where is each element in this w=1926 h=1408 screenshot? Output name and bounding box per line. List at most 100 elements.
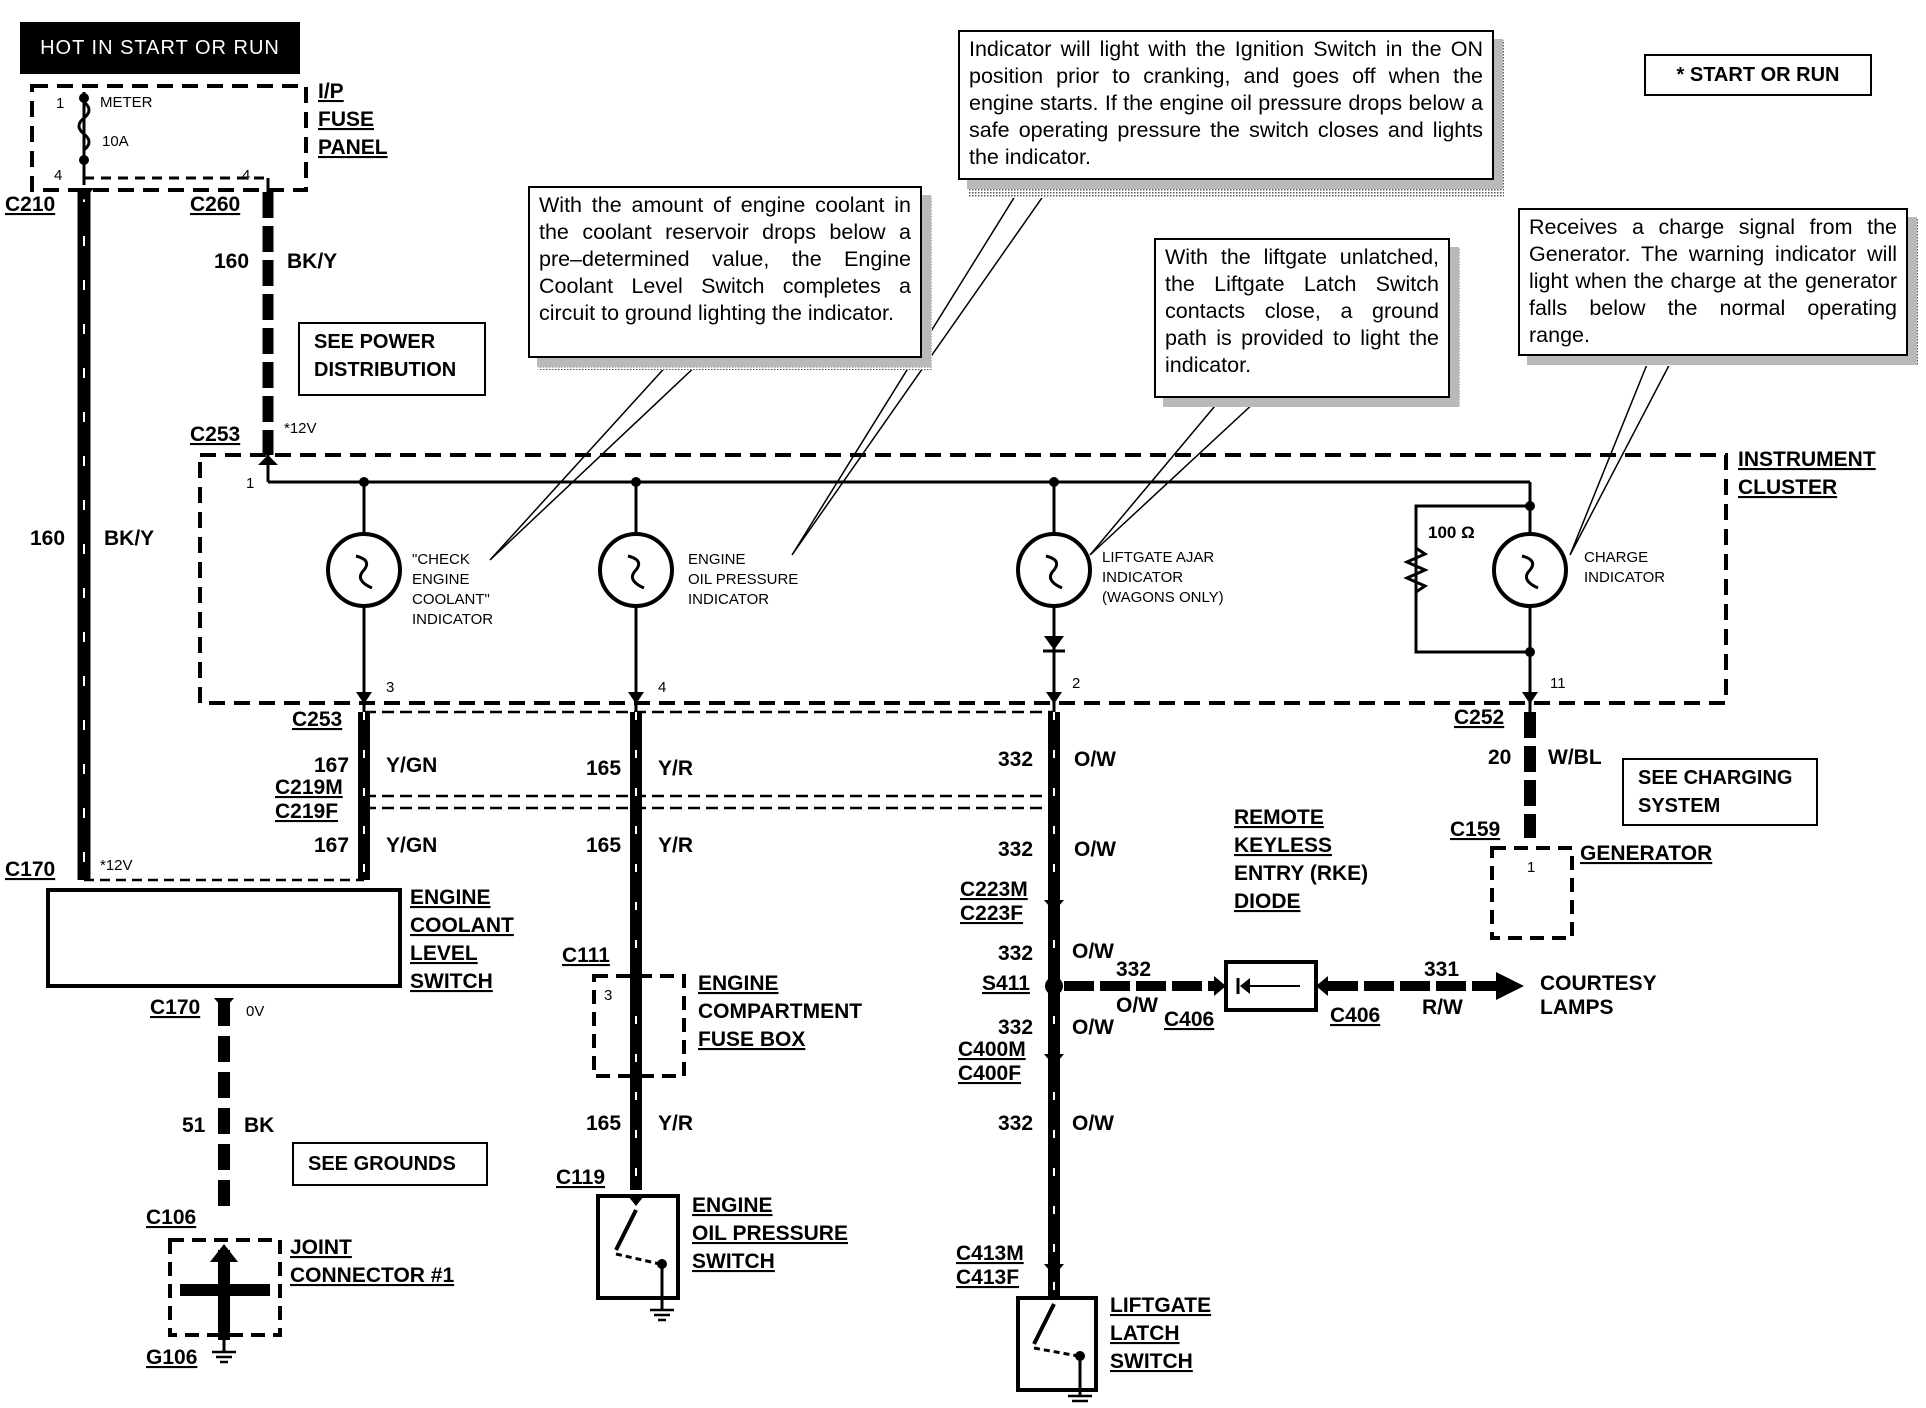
courtesy-lamps-label-2: LAMPS [1540, 996, 1614, 1019]
indicator-coolant-label-2: ENGINE [412, 571, 470, 588]
fuse-amp: 10A [102, 133, 129, 150]
wire-332-color-d: O/W [1072, 1016, 1114, 1039]
rke-label-3: ENTRY (RKE) [1234, 862, 1368, 885]
wire-332-color-b: O/W [1074, 838, 1116, 861]
wire-332-color-h: O/W [1116, 994, 1158, 1017]
fuse-pin-in: 1 [56, 95, 64, 112]
rke-branch [1064, 960, 1524, 1012]
courtesy-lamps-label-1: COURTESY [1540, 972, 1657, 995]
indicator-pin-1: 3 [386, 679, 394, 696]
fuse-box-label-3: FUSE BOX [698, 1028, 805, 1051]
generator-label: GENERATOR [1580, 842, 1712, 865]
indicator-charge-label-2: INDICATOR [1584, 569, 1665, 586]
note-oil-pressure: Indicator will light with the Ignition S… [958, 30, 1494, 180]
wire-51-num: 51 [182, 1114, 206, 1137]
wire-332-num-h: 332 [1116, 958, 1151, 981]
wire-20-color: W/BL [1548, 746, 1602, 769]
note-liftgate: With the liftgate unlatched, the Liftgat… [1154, 238, 1450, 398]
indicator-coolant-label-3: COOLANT" [412, 591, 490, 608]
wire-160-num-b: 160 [30, 527, 65, 550]
indicator-pin-2: 4 [658, 679, 666, 696]
coolant-switch-label-4: SWITCH [410, 970, 493, 993]
indicator-oil-label-2: OIL PRESSURE [688, 571, 798, 588]
indicator-liftgate-label-3: (WAGONS ONLY) [1102, 589, 1224, 606]
connector-c219f: C219F [275, 800, 338, 823]
see-grounds-ref[interactable]: SEE GROUNDS [292, 1142, 488, 1186]
fuse-panel-label-2: FUSE [318, 108, 374, 131]
wire-160-color-a: BK/Y [287, 250, 337, 273]
connector-c400m: C400M [958, 1038, 1026, 1061]
coolant-switch-label-2: COOLANT [410, 914, 514, 937]
instrument-cluster: 1 100 Ω 3 4 2 11 "CHECK ENG [198, 448, 1876, 720]
wire-332-color-a: O/W [1074, 748, 1116, 771]
fuse-pin-left: 4 [54, 167, 62, 184]
callout-leaders [489, 171, 1677, 561]
cluster-label-1: INSTRUMENT [1738, 448, 1876, 471]
meter-label: METER [100, 94, 153, 111]
see-charging-line-1: SEE CHARGING [1638, 767, 1793, 789]
oil-switch-label-1: ENGINE [692, 1194, 773, 1217]
wire-332-num-d: 332 [998, 1016, 1033, 1039]
connector-c253-line [84, 710, 1054, 882]
connector-c159: C159 [1450, 818, 1500, 841]
wire-167-color-a: Y/GN [386, 754, 437, 777]
wire-167-color-b: Y/GN [386, 834, 437, 857]
indicator-liftgate-label-2: INDICATOR [1102, 569, 1183, 586]
cluster-label-2: CLUSTER [1738, 476, 1837, 499]
connector-c413f: C413F [956, 1266, 1019, 1289]
connector-c223m: C223M [960, 878, 1028, 901]
connector-c111: C111 [562, 944, 610, 967]
fuse-pin-right: 4 [242, 167, 250, 184]
wire-165-num-a: 165 [586, 757, 621, 780]
wire-332-num-c: 332 [998, 942, 1033, 965]
indicator-pin-4: 11 [1550, 675, 1566, 692]
coolant-switch-label-1: ENGINE [410, 886, 491, 909]
liftgate-latch-switch [1016, 1296, 1098, 1403]
connector-c119: C119 [556, 1166, 605, 1189]
see-charging-line-2: SYSTEM [1638, 795, 1721, 817]
joint-connector-label-2: CONNECTOR #1 [290, 1264, 454, 1287]
wire-165-color-c: Y/R [658, 1112, 693, 1135]
wire-160-color-b: BK/Y [104, 527, 154, 550]
ground-g106: G106 [146, 1346, 197, 1369]
connector-c170-bottom: C170 [150, 996, 200, 1019]
wire-331-color: R/W [1422, 996, 1463, 1019]
liftgate-switch-label-2: LATCH [1110, 1322, 1180, 1345]
connector-c260: C260 [190, 193, 240, 216]
oil-switch-label-2: OIL PRESSURE [692, 1222, 848, 1245]
wire-165-color-a: Y/R [658, 757, 693, 780]
indicator-coolant-label-1: "CHECK [412, 551, 470, 568]
coolant-switch-label-3: LEVEL [410, 942, 478, 965]
wire-332 [1044, 712, 1064, 1300]
wire-165-num-b: 165 [586, 834, 621, 857]
indicator-oil-label-3: INDICATOR [688, 591, 769, 608]
see-charging-system-ref[interactable]: SEE CHARGING SYSTEM [1622, 758, 1818, 826]
wire-165 [592, 712, 686, 1190]
cluster-pin-in: 1 [246, 475, 254, 492]
rke-label-1: REMOTE [1234, 806, 1324, 829]
wire-20-num: 20 [1488, 746, 1511, 769]
splice-s411: S411 [982, 972, 1030, 995]
connector-c170-top: C170 [5, 858, 55, 881]
fuse-panel-label-1: I/P [318, 80, 344, 103]
fuse-panel: METER 10A 1 4 4 I/P FUSE PANEL [30, 80, 388, 192]
connector-c210: C210 [5, 193, 55, 216]
indicator-oil-label-1: ENGINE [688, 551, 746, 568]
note-charge: Receives a charge signal from the Genera… [1518, 208, 1908, 356]
connector-c406-a: C406 [1164, 1008, 1214, 1031]
connector-c252: C252 [1454, 706, 1504, 729]
fuse-box-label-1: ENGINE [698, 972, 779, 995]
generator-pin: 1 [1527, 859, 1535, 876]
connector-c406-b: C406 [1330, 1004, 1380, 1027]
fuse-box-pin: 3 [604, 987, 612, 1004]
volt-12v-b: *12V [100, 857, 133, 874]
connector-c106: C106 [146, 1206, 196, 1229]
joint-connector [168, 1238, 282, 1364]
joint-connector-label-1: JOINT [290, 1236, 352, 1259]
wire-160-num-a: 160 [214, 250, 249, 273]
connector-c253-top: C253 [190, 423, 240, 446]
wire-167-num-b: 167 [314, 834, 349, 857]
connector-c413m: C413M [956, 1242, 1024, 1265]
rke-label-2: KEYLESS [1234, 834, 1332, 857]
see-power-distribution-ref[interactable]: SEE POWER DISTRIBUTION [298, 322, 486, 396]
